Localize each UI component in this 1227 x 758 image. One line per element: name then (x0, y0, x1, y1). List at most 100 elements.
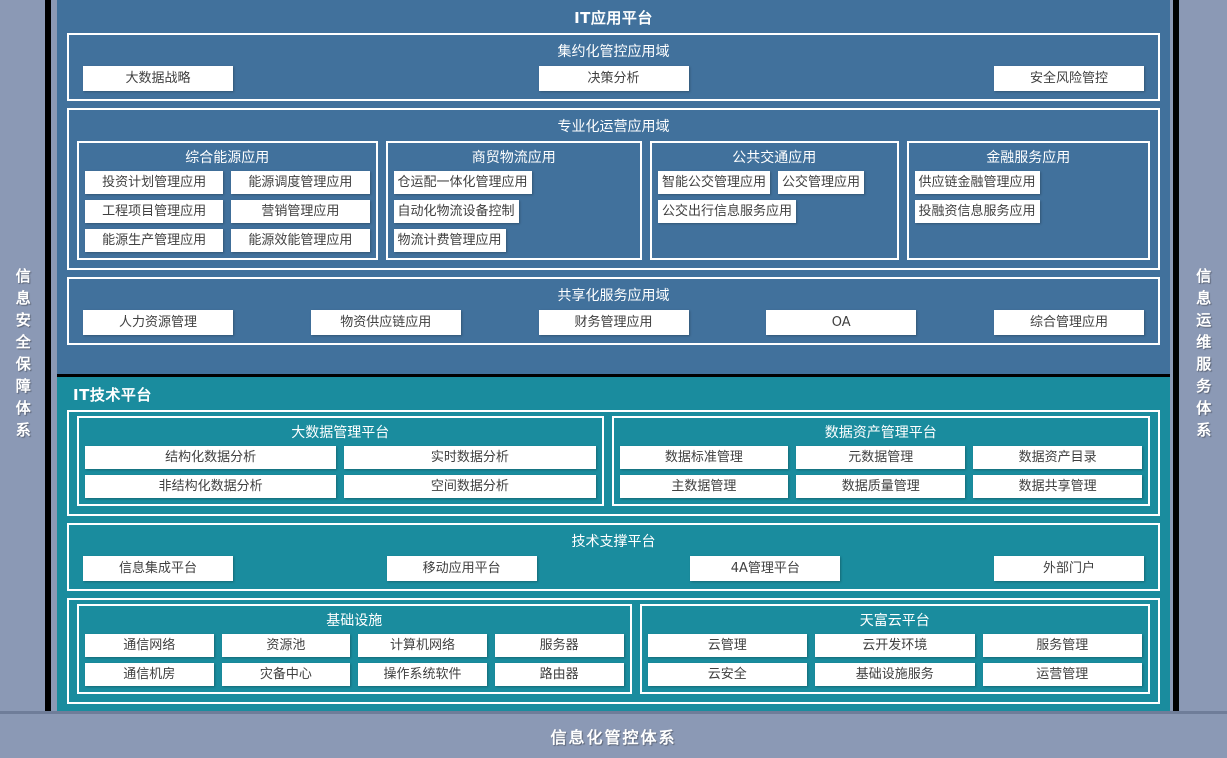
app-金融服务应用-item-供应链金融管理应用[interactable]: 供应链金融管理应用 (914, 171, 1040, 194)
tech-group-title-大数据管理平台: 大数据管理平台 (291, 425, 390, 441)
app-商贸物流应用-item-物流计费管理应用[interactable]: 物流计费管理应用 (393, 229, 506, 252)
tech-group-大数据管理平台: 大数据管理平台结构化数据分析实时数据分析非结构化数据分析空间数据分析 (77, 416, 604, 506)
tech-domain-list: 大数据管理平台结构化数据分析实时数据分析非结构化数据分析空间数据分析数据资产管理… (67, 410, 1160, 704)
app-group-商贸物流应用: 商贸物流应用仓运配一体化管理应用自动化物流设备控制物流计费管理应用 (385, 141, 642, 260)
tech-基础设施-item-资源池[interactable]: 资源池 (221, 634, 351, 657)
tech-天富云平台-item-服务管理[interactable]: 服务管理 (982, 634, 1142, 657)
tech-domain-group: 基础设施通信网络资源池计算机网络服务器通信机房灾备中心操作系统软件路由器天富云平… (67, 598, 1160, 704)
app-group-row: 综合能源应用投资计划管理应用能源调度管理应用工程项目管理应用营销管理应用能源生产… (77, 141, 1150, 260)
app-公共交通应用-chip-row: 智能公交管理应用公交管理应用公交出行信息服务应用 (658, 171, 891, 223)
app-公共交通应用-item-公交出行信息服务应用[interactable]: 公交出行信息服务应用 (658, 200, 797, 223)
tech-基础设施-item-灾备中心[interactable]: 灾备中心 (221, 663, 351, 686)
left-rail-label: 信息安全保障体系 (13, 267, 32, 444)
app-共享化服务应用域-item-OA[interactable]: OA (766, 310, 917, 335)
tech-group-title-基础设施: 基础设施 (326, 613, 383, 629)
app-综合能源应用-item-工程项目管理应用[interactable]: 工程项目管理应用 (85, 200, 224, 223)
app-集约化管控应用域-item-决策分析[interactable]: 决策分析 (538, 66, 689, 91)
app-group-title-公共交通应用: 公共交通应用 (732, 150, 817, 166)
tech-大数据管理平台-item-实时数据分析[interactable]: 实时数据分析 (344, 446, 596, 469)
app-group-金融服务应用: 金融服务应用供应链金融管理应用投融资信息服务应用 (906, 141, 1150, 260)
app-综合能源应用-item-营销管理应用[interactable]: 营销管理应用 (231, 200, 370, 223)
tech-platform-title: IT技术平台 (73, 386, 152, 404)
tech-技术支撑平台-item-外部门户[interactable]: 外部门户 (993, 556, 1144, 581)
app-公共交通应用-item-公交管理应用[interactable]: 公交管理应用 (778, 171, 865, 194)
app-domain-title: 专业化运营应用域 (557, 119, 670, 135)
right-rail-it-operations: 信息运维服务体系 (1173, 0, 1227, 711)
tech-基础设施-item-路由器[interactable]: 路由器 (494, 663, 624, 686)
tech-domain-title: 技术支撑平台 (571, 534, 656, 550)
tech-基础设施-chip-row: 通信网络资源池计算机网络服务器通信机房灾备中心操作系统软件路由器 (85, 634, 624, 686)
app-group-title-商贸物流应用: 商贸物流应用 (471, 150, 556, 166)
app-group-综合能源应用: 综合能源应用投资计划管理应用能源调度管理应用工程项目管理应用营销管理应用能源生产… (77, 141, 378, 260)
tech-天富云平台-item-基础设施服务[interactable]: 基础设施服务 (815, 663, 975, 686)
tech-基础设施-item-服务器[interactable]: 服务器 (494, 634, 624, 657)
app-集约化管控应用域-item-安全风险管控[interactable]: 安全风险管控 (994, 66, 1144, 91)
app-商贸物流应用-chip-row: 仓运配一体化管理应用自动化物流设备控制物流计费管理应用 (393, 171, 635, 252)
app-共享化服务应用域-item-财务管理应用[interactable]: 财务管理应用 (538, 310, 689, 335)
app-domain-list: 集约化管控应用域大数据战略 决策分析 安全风险管控专业化运营应用域综合能源应用投资计… (67, 33, 1160, 345)
app-platform-title: IT应用平台 (574, 9, 653, 27)
tech-基础设施-item-通信机房[interactable]: 通信机房 (85, 663, 214, 686)
it-application-platform: IT应用平台 集约化管控应用域大数据战略 决策分析 安全风险管控专业化运营应用域综合… (57, 0, 1170, 374)
app-商贸物流应用-item-自动化物流设备控制[interactable]: 自动化物流设备控制 (393, 200, 519, 223)
tech-group-title-数据资产管理平台: 数据资产管理平台 (824, 425, 937, 441)
app-金融服务应用-spacer (1048, 171, 1056, 194)
right-rail-label: 信息运维服务体系 (1194, 267, 1213, 444)
tech-数据资产管理平台-item-数据资产目录[interactable]: 数据资产目录 (973, 446, 1142, 469)
app-综合能源应用-item-能源生产管理应用[interactable]: 能源生产管理应用 (85, 229, 224, 252)
tech-domain-技术支撑平台: 技术支撑平台信息集成平台 移动应用平台 4A管理平台 外部门户 (67, 523, 1160, 591)
app-综合能源应用-item-能源调度管理应用[interactable]: 能源调度管理应用 (231, 171, 370, 194)
tech-基础设施-item-通信网络[interactable]: 通信网络 (85, 634, 214, 657)
app-group-title-综合能源应用: 综合能源应用 (185, 150, 270, 166)
app-综合能源应用-chip-row: 投资计划管理应用能源调度管理应用工程项目管理应用营销管理应用能源生产管理应用能源… (85, 171, 370, 252)
tech-大数据管理平台-item-空间数据分析[interactable]: 空间数据分析 (344, 475, 596, 498)
app-商贸物流应用-item-仓运配一体化管理应用[interactable]: 仓运配一体化管理应用 (393, 171, 532, 194)
platform-stack: IT应用平台 集约化管控应用域大数据战略 决策分析 安全风险管控专业化运营应用域综合… (57, 0, 1170, 711)
app-domain-title: 集约化管控应用域 (557, 44, 670, 60)
tech-技术支撑平台-item-信息集成平台[interactable]: 信息集成平台 (83, 556, 233, 581)
tech-数据资产管理平台-item-主数据管理[interactable]: 主数据管理 (619, 475, 789, 498)
bottom-band-governance: 信息化管控体系 (0, 711, 1227, 758)
tech-group-天富云平台: 天富云平台云管理云开发环境服务管理云安全基础设施服务运营管理 (639, 604, 1150, 694)
app-domain-共享化服务应用域: 共享化服务应用域人力资源管理 物资供应链应用 财务管理应用 OA 综合管理应用 (67, 277, 1160, 345)
tech-数据资产管理平台-item-元数据管理[interactable]: 元数据管理 (796, 446, 966, 469)
left-rail-information-security: 信息安全保障体系 (0, 0, 51, 711)
bottom-band-label: 信息化管控体系 (550, 728, 677, 747)
tech-大数据管理平台-item-非结构化数据分析[interactable]: 非结构化数据分析 (85, 475, 337, 498)
tech-技术支撑平台-item-移动应用平台[interactable]: 移动应用平台 (386, 556, 537, 581)
tech-group-数据资产管理平台: 数据资产管理平台数据标准管理元数据管理数据资产目录主数据管理数据质量管理数据共享… (611, 416, 1150, 506)
app-金融服务应用-item-投融资信息服务应用[interactable]: 投融资信息服务应用 (914, 200, 1040, 223)
app-公共交通应用-item-智能公交管理应用[interactable]: 智能公交管理应用 (658, 171, 771, 194)
tech-天富云平台-item-云安全[interactable]: 云安全 (647, 663, 807, 686)
tech-基础设施-item-操作系统软件[interactable]: 操作系统软件 (358, 663, 487, 686)
app-domain-集约化管控应用域: 集约化管控应用域大数据战略 决策分析 安全风险管控 (67, 33, 1160, 101)
app-集约化管控应用域-item-大数据战略[interactable]: 大数据战略 (83, 66, 233, 91)
tech-数据资产管理平台-item-数据共享管理[interactable]: 数据共享管理 (973, 475, 1142, 498)
tech-group-row: 大数据管理平台结构化数据分析实时数据分析非结构化数据分析空间数据分析数据资产管理… (77, 416, 1150, 506)
tech-数据资产管理平台-item-数据标准管理[interactable]: 数据标准管理 (619, 446, 789, 469)
app-集约化管控应用域-chip-row: 大数据战略 决策分析 安全风险管控 (77, 66, 1150, 91)
tech-天富云平台-item-运营管理[interactable]: 运营管理 (982, 663, 1142, 686)
tech-基础设施-item-计算机网络[interactable]: 计算机网络 (358, 634, 487, 657)
app-共享化服务应用域-item-人力资源管理[interactable]: 人力资源管理 (83, 310, 233, 335)
app-domain-title: 共享化服务应用域 (557, 288, 670, 304)
tech-大数据管理平台-chip-row: 结构化数据分析实时数据分析非结构化数据分析空间数据分析 (85, 446, 596, 498)
tech-技术支撑平台-item-4A管理平台[interactable]: 4A管理平台 (690, 556, 841, 581)
tech-group-基础设施: 基础设施通信网络资源池计算机网络服务器通信机房灾备中心操作系统软件路由器 (77, 604, 632, 694)
tech-大数据管理平台-item-结构化数据分析[interactable]: 结构化数据分析 (85, 446, 337, 469)
app-金融服务应用-chip-row: 供应链金融管理应用投融资信息服务应用 (914, 171, 1143, 223)
tech-天富云平台-item-云管理[interactable]: 云管理 (647, 634, 807, 657)
app-共享化服务应用域-item-物资供应链应用[interactable]: 物资供应链应用 (310, 310, 461, 335)
app-综合能源应用-item-投资计划管理应用[interactable]: 投资计划管理应用 (85, 171, 224, 194)
app-group-title-金融服务应用: 金融服务应用 (986, 150, 1071, 166)
tech-数据资产管理平台-item-数据质量管理[interactable]: 数据质量管理 (796, 475, 966, 498)
it-technology-platform: IT技术平台 大数据管理平台结构化数据分析实时数据分析非结构化数据分析空间数据分… (57, 374, 1170, 711)
tech-天富云平台-chip-row: 云管理云开发环境服务管理云安全基础设施服务运营管理 (647, 634, 1142, 686)
tech-天富云平台-item-云开发环境[interactable]: 云开发环境 (815, 634, 975, 657)
app-group-公共交通应用: 公共交通应用智能公交管理应用公交管理应用公交出行信息服务应用 (650, 141, 899, 260)
tech-技术支撑平台-chip-row: 信息集成平台 移动应用平台 4A管理平台 外部门户 (77, 556, 1150, 581)
app-共享化服务应用域-item-综合管理应用[interactable]: 综合管理应用 (994, 310, 1144, 335)
tech-domain-group: 大数据管理平台结构化数据分析实时数据分析非结构化数据分析空间数据分析数据资产管理… (67, 410, 1160, 516)
app-综合能源应用-item-能源效能管理应用[interactable]: 能源效能管理应用 (231, 229, 370, 252)
